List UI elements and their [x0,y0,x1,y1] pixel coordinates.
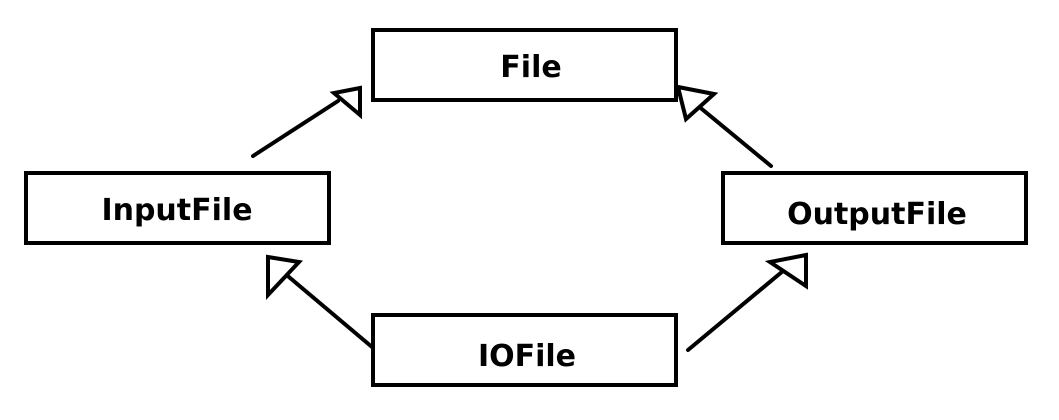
edge-inputfile-to-file-line [251,99,340,158]
node-input-file: InputFile [24,171,331,245]
edge-outputfile-to-file-line [695,103,773,168]
node-input-file-box [24,171,331,245]
node-file: File [371,28,678,102]
node-output-file-label: OutputFile [787,197,967,232]
edge-iofile-to-inputfile-arrowhead [266,254,304,301]
edge-outputfile-to-file [675,84,773,168]
edge-inputfile-to-file [251,85,362,158]
edge-iofile-to-inputfile-line [281,270,374,349]
node-input-file-label: InputFile [101,193,252,228]
node-file-label: File [500,50,561,85]
edge-outputfile-to-file-arrowhead [675,84,719,123]
edge-iofile-to-outputfile [686,252,808,352]
node-io-file-box [371,313,678,387]
node-output-file-box [721,171,1028,245]
node-io-file: IOFile [371,313,678,387]
edge-iofile-to-outputfile-arrowhead [764,252,808,290]
node-output-file: OutputFile [721,171,1028,245]
edge-iofile-to-outputfile-line [686,269,785,352]
node-io-file-label: IOFile [478,339,576,374]
edge-inputfile-to-file-arrowhead [329,85,362,120]
edge-iofile-to-inputfile [266,254,374,349]
node-file-box [371,28,678,102]
